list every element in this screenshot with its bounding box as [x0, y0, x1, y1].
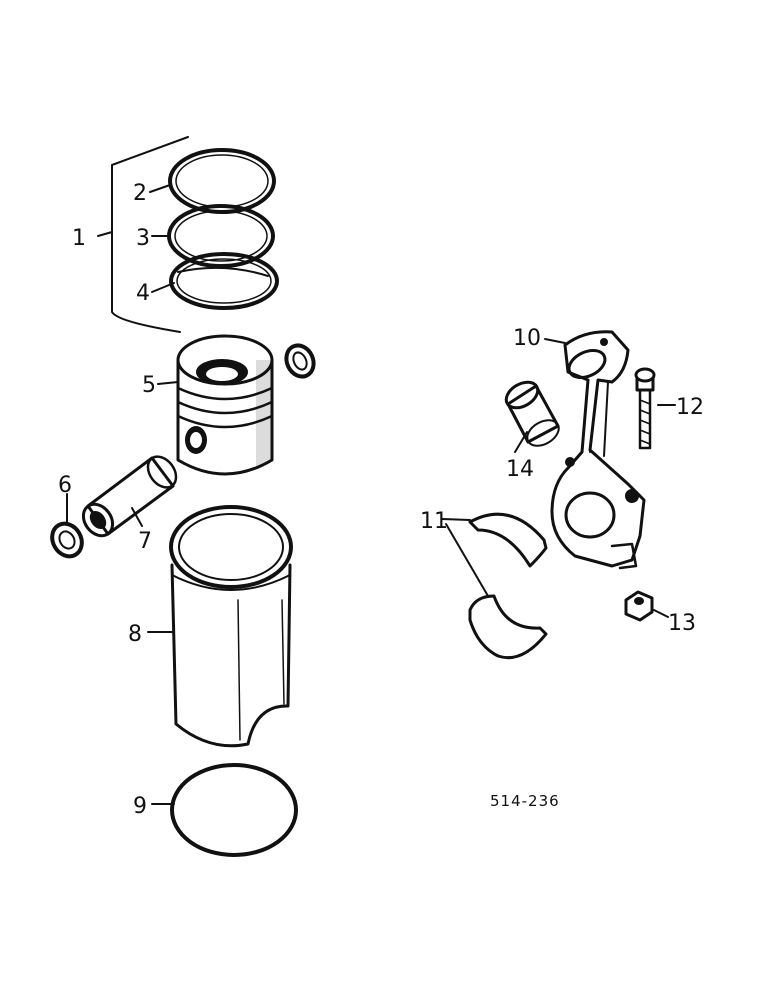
lower-bearing-shell [468, 594, 548, 660]
rod-bolt [634, 367, 656, 450]
upper-bearing-shell [468, 512, 548, 568]
callout-10: 10 [513, 326, 541, 351]
o-ring [170, 763, 298, 857]
circlip [50, 521, 84, 559]
callout-8: 8 [128, 622, 142, 647]
piston-ring-3 [167, 204, 275, 268]
snap-ring [284, 343, 316, 379]
small-end-bushing [504, 380, 560, 447]
callout-9: 9 [133, 794, 147, 819]
cylinder-liner [169, 505, 293, 748]
ring-set-bracket [111, 136, 189, 333]
rod-nut [624, 590, 654, 622]
callout-7: 7 [138, 529, 152, 554]
callout-3: 3 [136, 226, 150, 251]
piston [176, 334, 274, 476]
callout-5: 5 [142, 373, 156, 398]
figure-reference-code: 514-236 [490, 792, 560, 810]
callout-12: 12 [676, 395, 704, 420]
piston-ring-4 [169, 252, 279, 310]
callout-1: 1 [72, 226, 86, 251]
leader-lines [66, 184, 676, 805]
piston-pin [81, 455, 178, 538]
callout-6: 6 [58, 473, 72, 498]
callout-14: 14 [506, 457, 534, 482]
connecting-rod [550, 330, 646, 570]
callout-2: 2 [133, 181, 147, 206]
callout-11: 11 [420, 509, 448, 534]
callout-13: 13 [668, 611, 696, 636]
callout-4: 4 [136, 281, 150, 306]
piston-ring-2 [168, 148, 276, 214]
